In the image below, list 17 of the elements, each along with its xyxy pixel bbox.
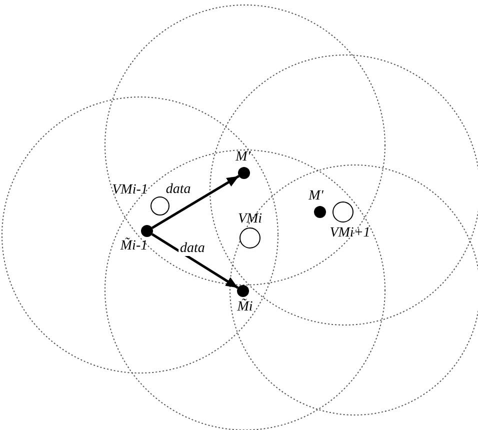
node-label: VMi-1 <box>112 182 148 198</box>
edge-label: data <box>178 242 206 256</box>
node-dot <box>238 167 250 179</box>
node-circle <box>332 202 354 222</box>
node-dot <box>141 225 153 237</box>
arrow <box>152 175 240 229</box>
node-label: M' <box>308 188 324 204</box>
node-label: VMi+1 <box>330 226 370 240</box>
node-dot <box>237 285 249 297</box>
node-circle <box>150 196 170 216</box>
node-label: M' <box>236 150 250 164</box>
node-label: VMi <box>238 212 262 226</box>
node-label: M̃i <box>237 300 253 314</box>
arrow <box>151 233 239 289</box>
node-dot <box>314 206 326 218</box>
node-label: M̃i-1 <box>120 238 148 254</box>
node-circle <box>240 228 260 248</box>
